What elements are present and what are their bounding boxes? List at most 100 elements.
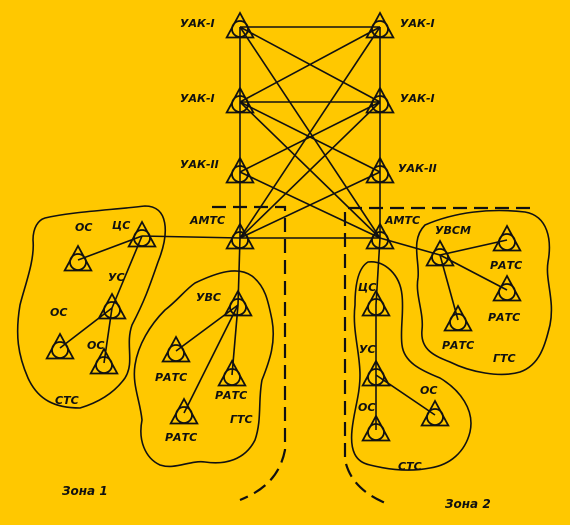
label-os-4: ОС: [358, 401, 375, 414]
label-os-1: ОС: [75, 221, 92, 234]
node-os4: [361, 414, 391, 442]
label-amts-right: АМТС: [384, 214, 420, 227]
node-os3: [89, 347, 119, 375]
node-uvs: [223, 289, 253, 317]
sts-right-boundary: [350, 261, 472, 471]
node-uvsm: [425, 239, 455, 267]
node-rats2: [217, 359, 247, 387]
gts-left-boundary: [133, 270, 275, 468]
node-usr: [361, 359, 391, 387]
node-amtsl: [225, 222, 255, 250]
node-amtsr: [365, 222, 395, 250]
label-uak1-mid-left: УАК-I: [180, 92, 215, 105]
label-rats-5: РАТС: [488, 311, 520, 324]
node-circle: [51, 341, 69, 359]
node-circle: [431, 248, 449, 266]
node-circle: [231, 20, 249, 38]
label-rats-3: РАТС: [165, 431, 197, 444]
node-uak2l: [225, 156, 255, 184]
node-rats5: [492, 274, 522, 302]
node-circle: [371, 20, 389, 38]
label-uak1-top-left: УАК-I: [180, 17, 215, 30]
node-rats4: [492, 224, 522, 252]
network-nodes: [45, 11, 522, 442]
label-us-left: УС: [108, 271, 125, 284]
label-zone-2: Зона 2: [445, 497, 491, 511]
area-boundaries: [16, 205, 553, 507]
label-gts-right: ГТС: [493, 352, 516, 365]
edge-uvs-rats1: [175, 304, 239, 352]
node-circle: [229, 298, 247, 316]
sts-left-boundary: [16, 205, 167, 409]
node-circle: [223, 368, 241, 386]
node-rats3: [169, 397, 199, 425]
node-circle: [367, 368, 385, 386]
node-circle: [426, 408, 444, 426]
label-us-right: УС: [359, 343, 376, 356]
node-uak1tl: [225, 11, 255, 39]
node-labels: УАК-I УАК-I УАК-I УАК-I УАК-II УАК-II АМ…: [50, 17, 522, 511]
edge-amtsl-csl: [141, 235, 241, 239]
node-circle: [133, 229, 151, 247]
label-sts-left: СТС: [55, 394, 79, 407]
node-circle: [371, 95, 389, 113]
node-csr: [361, 289, 391, 317]
label-sts-right: СТС: [398, 460, 422, 473]
node-uak1tr: [365, 11, 395, 39]
node-circle: [231, 231, 249, 249]
node-circle: [231, 95, 249, 113]
label-uak1-top-right: УАК-I: [400, 17, 435, 30]
node-circle: [69, 253, 87, 271]
label-cs-right: ЦС: [358, 281, 376, 294]
edge-csl-usl: [111, 235, 143, 309]
node-circle: [371, 231, 389, 249]
edge-usr-os5: [375, 374, 436, 416]
node-uak2r: [365, 156, 395, 184]
node-os5: [420, 399, 450, 427]
node-uak1ml: [225, 86, 255, 114]
node-triangle: [492, 274, 522, 302]
label-rats-6: РАТС: [442, 339, 474, 352]
label-uvsm: УВСМ: [435, 224, 471, 237]
edge-usl-os2: [59, 307, 113, 349]
node-circle: [231, 165, 249, 183]
label-cs-left: ЦС: [112, 219, 130, 232]
node-rats6: [443, 304, 473, 332]
label-os-2: ОС: [50, 306, 67, 319]
node-triangle: [127, 220, 157, 248]
node-uak1mr: [365, 86, 395, 114]
label-uak2-left: УАК-II: [180, 158, 219, 171]
zone2-boundary: [343, 206, 530, 507]
node-csl: [127, 220, 157, 248]
label-os-3: ОС: [87, 339, 104, 352]
node-circle: [498, 283, 516, 301]
node-circle: [103, 301, 121, 319]
edge-uak1mr-amtsl: [239, 101, 381, 239]
node-os1: [63, 244, 93, 272]
node-triangle: [45, 332, 75, 360]
edge-uvsm-rats4: [439, 239, 508, 256]
zone1-boundary: [212, 205, 287, 502]
gts-right-boundary: [415, 209, 553, 376]
label-amts-left: АМТС: [189, 214, 225, 227]
label-uak2-right: УАК-II: [398, 162, 437, 175]
node-circle: [367, 423, 385, 441]
node-triangle: [63, 244, 93, 272]
node-usl: [97, 292, 127, 320]
node-circle: [95, 356, 113, 374]
node-circle: [371, 165, 389, 183]
node-circle: [449, 313, 467, 331]
edge-uak1tr-uak1ml: [239, 26, 381, 103]
connection-lines: [59, 26, 508, 430]
edge-uak1mr-uak2l: [239, 101, 381, 173]
label-uvs: УВС: [196, 291, 221, 304]
node-triangle: [161, 335, 191, 363]
node-triangle: [420, 399, 450, 427]
node-circle: [367, 298, 385, 316]
node-rats1: [161, 335, 191, 363]
label-zone-1: Зона 1: [62, 484, 108, 498]
label-gts-left: ГТС: [230, 413, 253, 426]
node-triangle: [492, 224, 522, 252]
